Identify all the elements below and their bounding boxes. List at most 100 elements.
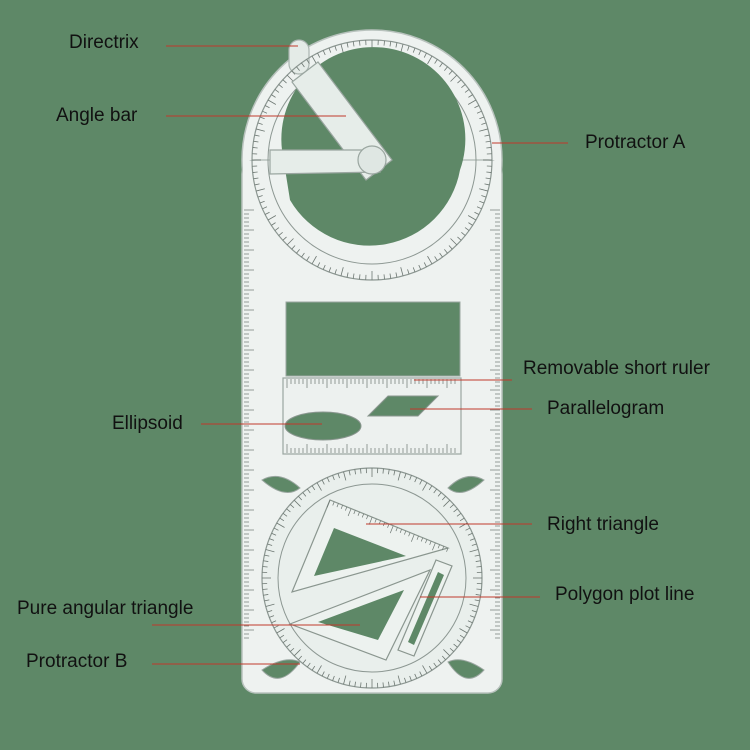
scale-tick bbox=[326, 477, 330, 483]
scale-tick bbox=[439, 252, 443, 258]
scale-tick bbox=[257, 195, 263, 198]
scale-tick bbox=[433, 488, 437, 494]
scale-tick bbox=[346, 42, 349, 48]
scale-tick bbox=[273, 625, 279, 629]
scale-tick bbox=[399, 529, 402, 533]
scale-tick bbox=[409, 675, 412, 681]
scale-tick bbox=[262, 206, 268, 210]
scale-tick bbox=[346, 272, 349, 278]
scale-tick bbox=[419, 671, 423, 677]
scale-tick bbox=[453, 508, 458, 513]
scale-tick bbox=[255, 188, 265, 192]
scale-tick bbox=[469, 615, 475, 618]
scale-tick bbox=[321, 479, 325, 485]
scale-tick bbox=[316, 665, 322, 674]
scale-tick bbox=[282, 639, 288, 643]
scale-tick bbox=[437, 544, 440, 549]
scale-tick bbox=[395, 42, 398, 48]
scale-tick bbox=[263, 594, 269, 596]
scale-tick bbox=[267, 215, 277, 221]
scale-tick bbox=[407, 269, 410, 275]
scale-tick bbox=[422, 665, 428, 674]
scale-tick bbox=[476, 110, 482, 114]
scale-tick bbox=[465, 527, 471, 531]
scale-tick bbox=[352, 273, 355, 279]
scale-tick bbox=[420, 537, 424, 542]
scale-tick bbox=[484, 183, 490, 186]
scale-tick bbox=[382, 682, 384, 688]
scale-tick bbox=[400, 267, 404, 277]
scale-tick bbox=[434, 256, 438, 261]
scale-tick bbox=[328, 47, 332, 53]
scale-tick bbox=[427, 55, 433, 65]
scale-tick bbox=[397, 471, 401, 481]
scale-tick bbox=[465, 625, 471, 629]
scale-tick bbox=[340, 267, 344, 277]
scale-tick bbox=[409, 475, 412, 481]
scale-tick bbox=[253, 140, 259, 143]
scale-tick bbox=[418, 264, 422, 270]
scale-tick bbox=[286, 643, 291, 648]
scale-tick bbox=[475, 560, 481, 562]
scale-tick bbox=[456, 639, 462, 643]
scale-tick bbox=[428, 485, 433, 491]
scale-tick bbox=[259, 200, 265, 204]
scale-tick bbox=[289, 504, 295, 509]
scale-tick bbox=[423, 262, 427, 268]
scale-tick bbox=[456, 513, 462, 517]
scale-tick bbox=[388, 469, 390, 475]
scale-tick bbox=[471, 610, 477, 613]
scale-tick bbox=[317, 262, 321, 268]
scale-tick bbox=[278, 84, 283, 88]
scale-tick bbox=[286, 238, 294, 246]
label-parallelogram: Parallelogram bbox=[547, 398, 665, 419]
scale-tick bbox=[404, 677, 407, 683]
scale-tick bbox=[461, 232, 466, 236]
scale-tick bbox=[441, 495, 446, 501]
scale-tick bbox=[357, 511, 360, 516]
scale-tick bbox=[471, 543, 477, 546]
scale-tick bbox=[254, 183, 260, 186]
scale-tick bbox=[265, 549, 275, 553]
scale-tick bbox=[296, 249, 300, 254]
angle-bar bbox=[269, 61, 393, 181]
scale-tick bbox=[322, 50, 326, 56]
scale-tick bbox=[298, 655, 303, 661]
scale-tick bbox=[271, 222, 276, 226]
scale-tick bbox=[347, 508, 352, 517]
scale-tick bbox=[448, 245, 453, 250]
parallelogram-cutout bbox=[366, 395, 440, 417]
scale-tick bbox=[337, 677, 340, 683]
scale-tick bbox=[444, 66, 448, 71]
scale-tick bbox=[366, 515, 369, 520]
scale-tick bbox=[360, 468, 362, 474]
scale-tick bbox=[408, 532, 411, 537]
scale-tick bbox=[444, 249, 448, 254]
scale-tick bbox=[279, 517, 285, 522]
scale-tick bbox=[286, 508, 291, 513]
scale-tick bbox=[282, 236, 287, 241]
scale-tick bbox=[481, 122, 487, 125]
directrix-pin bbox=[288, 39, 310, 75]
scale-tick bbox=[464, 227, 470, 231]
scale-tick bbox=[450, 74, 458, 82]
scale-tick bbox=[254, 134, 260, 137]
scale-tick bbox=[467, 532, 473, 536]
scale-tick bbox=[359, 40, 361, 46]
label-ellipsoid: Ellipsoid bbox=[112, 413, 183, 434]
scale-tick bbox=[359, 274, 361, 280]
scale-tick bbox=[393, 680, 396, 686]
scale-tick bbox=[301, 252, 305, 258]
scale-tick bbox=[404, 473, 407, 479]
scale-tick bbox=[326, 673, 330, 679]
scale-tick bbox=[474, 211, 480, 215]
scale-tick bbox=[348, 470, 351, 476]
scale-tick bbox=[332, 501, 335, 506]
scale-tick bbox=[412, 47, 416, 53]
scale-tick bbox=[336, 503, 339, 508]
scale-tick bbox=[276, 522, 285, 528]
scale-tick bbox=[383, 40, 385, 46]
scale-tick bbox=[328, 267, 332, 273]
scale-tick bbox=[267, 610, 273, 613]
scale-tick bbox=[448, 70, 453, 75]
